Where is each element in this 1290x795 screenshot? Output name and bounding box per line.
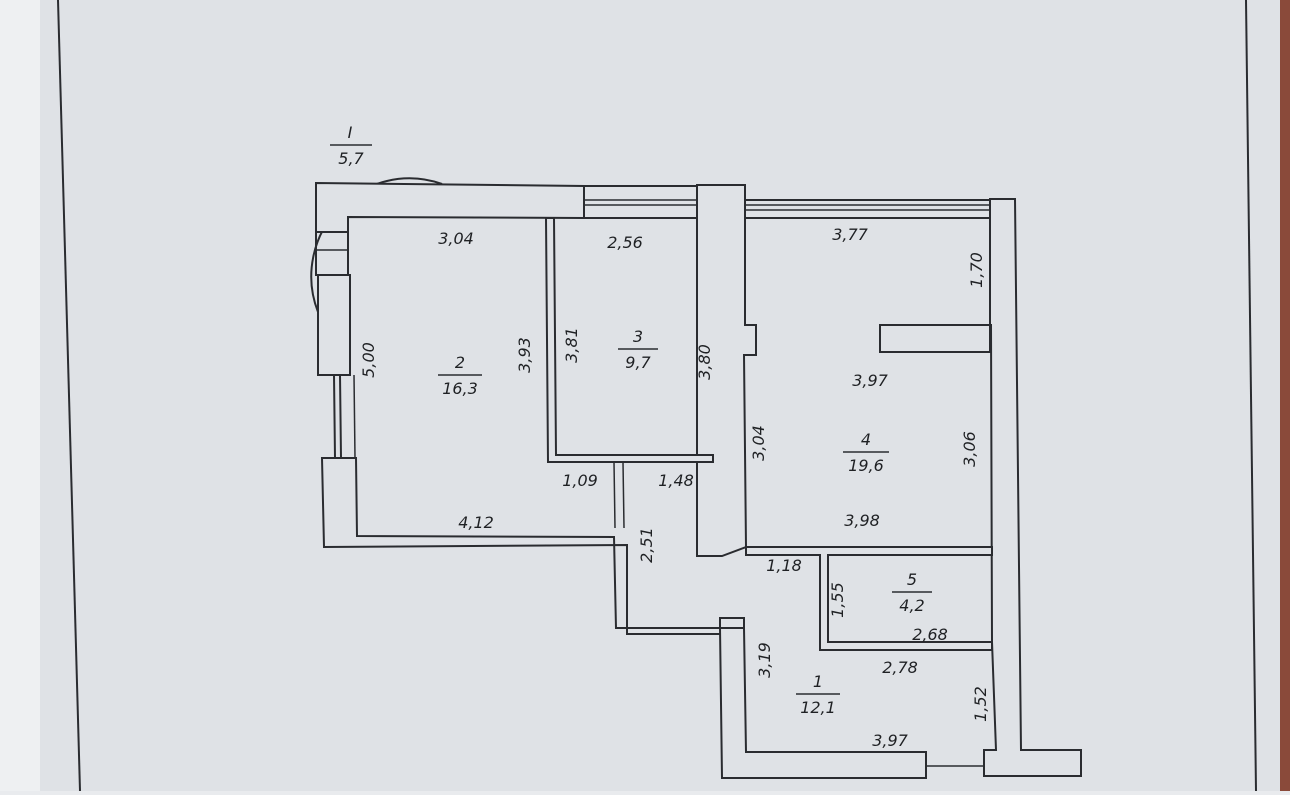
room-label-1-number: 1 (813, 672, 823, 691)
dimension-label: 1,09 (562, 471, 598, 490)
dimension-label: 2,56 (607, 233, 643, 252)
wall-right (879, 198, 1082, 777)
frame-right-line (1245, 0, 1257, 792)
paper-sheet (40, 0, 1280, 791)
dimension-label: 3,19 (755, 642, 774, 678)
dimension-label: 3,97 (872, 731, 908, 750)
room-label-2-number: 2 (455, 353, 465, 372)
dimension-label: 3,98 (844, 511, 880, 530)
window-left (332, 374, 343, 459)
dimension-label: 3,04 (438, 229, 474, 248)
dimension-label: 1,48 (658, 471, 694, 490)
dimension-label: 3,80 (695, 344, 714, 380)
wall-left-lower (320, 457, 745, 635)
room-label-1-area: 12,1 (800, 698, 836, 717)
dimension-label: 3,04 (749, 425, 768, 461)
room-label-balcony-number: I (348, 123, 353, 142)
dimension-label: 2,51 (637, 527, 656, 563)
frame-left-line (57, 0, 81, 792)
dimension-label: 1,52 (971, 686, 990, 722)
dimension-label: 3,93 (515, 337, 534, 373)
dimension-label: 3,97 (852, 371, 888, 390)
wall-central (696, 184, 757, 557)
wall-left-middle (317, 274, 351, 376)
room-label-3-number: 3 (633, 327, 643, 346)
room-label-balcony-area: 5,7 (338, 149, 364, 168)
dimension-labels: 3,04 2,56 3,77 1,70 5,00 3,93 3,81 3,80 … (359, 225, 990, 750)
room-label-4-area: 19,6 (848, 456, 884, 475)
room-label-4-number: 4 (861, 430, 871, 449)
room-label-2-area: 16,3 (442, 379, 478, 398)
dimension-label: 1,55 (828, 582, 847, 618)
room-label-5-number: 5 (907, 570, 917, 589)
room-label-5-area: 4,2 (899, 596, 924, 615)
dimension-label: 3,81 (562, 327, 581, 363)
dimension-label: 5,00 (359, 342, 378, 378)
dimension-label: 2,68 (912, 625, 948, 644)
partition-2-3 (544, 217, 714, 463)
partition-4-5 (745, 546, 993, 651)
room-label-3-area: 9,7 (625, 353, 651, 372)
walls (310, 177, 1082, 779)
wall-bottom (718, 627, 927, 779)
dimension-label: 3,06 (960, 431, 979, 467)
dimension-label: 1,70 (967, 252, 986, 288)
dimension-label: 4,12 (458, 513, 494, 532)
dimension-label: 1,18 (766, 556, 802, 575)
dimension-label: 3,77 (832, 225, 868, 244)
dimension-label: 2,78 (882, 658, 918, 677)
room-labels: I 5,7 2 16,3 3 9,7 4 19,6 5 4,2 1 12,1 (330, 123, 932, 717)
